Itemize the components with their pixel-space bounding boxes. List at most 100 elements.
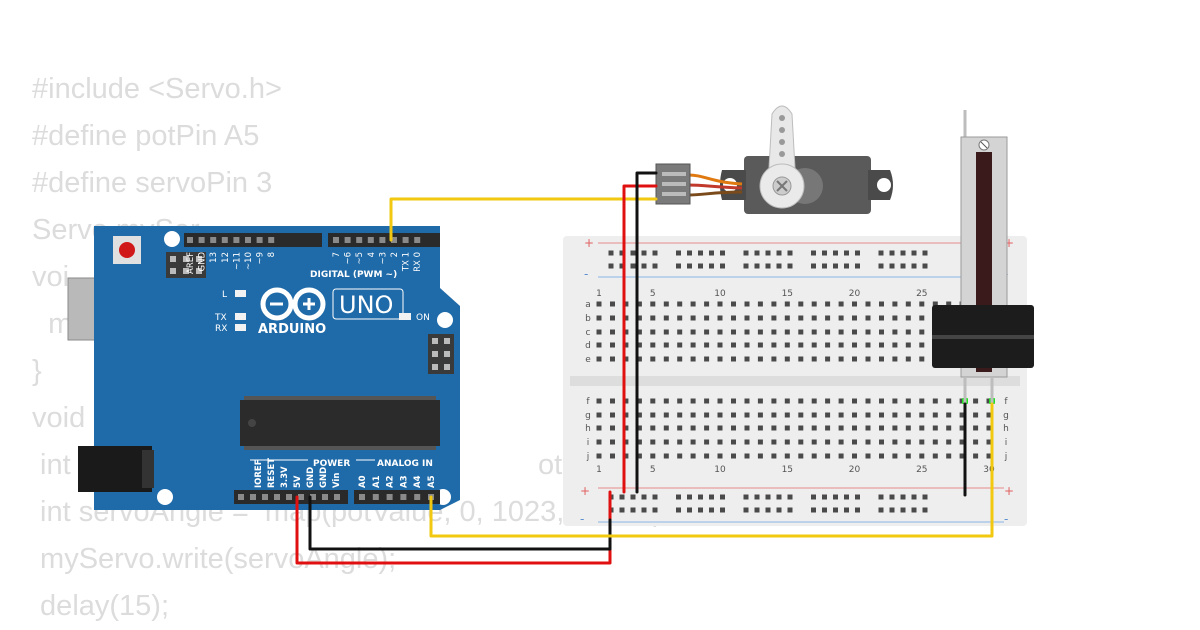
breadboard-rail-hole[interactable]	[811, 507, 816, 513]
breadboard-hole[interactable]	[677, 398, 683, 404]
breadboard-hole[interactable]	[731, 356, 736, 362]
breadboard-hole[interactable]	[610, 315, 615, 321]
breadboard-hole[interactable]	[704, 315, 710, 321]
breadboard-rail-hole[interactable]	[922, 507, 928, 513]
digital-pin-hole[interactable]	[379, 237, 386, 243]
breadboard-rail-hole[interactable]	[911, 263, 917, 269]
power-pin-hole[interactable]	[286, 494, 292, 500]
breadboard-hole[interactable]	[905, 356, 911, 362]
breadboard-hole[interactable]	[704, 453, 710, 459]
breadboard-hole[interactable]	[879, 412, 884, 418]
breadboard-hole[interactable]	[610, 439, 615, 445]
breadboard-rail-hole[interactable]	[822, 263, 827, 269]
breadboard-rail-hole[interactable]	[698, 494, 703, 500]
breadboard-hole[interactable]	[811, 329, 817, 335]
breadboard-hole[interactable]	[798, 342, 804, 348]
breadboard-hole[interactable]	[731, 342, 736, 348]
breadboard-rail-hole[interactable]	[743, 494, 749, 500]
breadboard-rail-hole[interactable]	[641, 507, 647, 513]
breadboard-rail-hole[interactable]	[619, 263, 625, 269]
breadboard-hole[interactable]	[757, 329, 763, 335]
breadboard-hole[interactable]	[677, 439, 683, 445]
breadboard-hole[interactable]	[610, 342, 615, 348]
breadboard-rail-hole[interactable]	[754, 494, 760, 500]
breadboard-rail-hole[interactable]	[922, 494, 928, 500]
breadboard-hole[interactable]	[879, 329, 884, 335]
breadboard-hole[interactable]	[677, 301, 683, 307]
breadboard-rail-hole[interactable]	[641, 494, 647, 500]
breadboard-rail-hole[interactable]	[855, 494, 860, 500]
breadboard-hole[interactable]	[636, 412, 642, 418]
breadboard-hole[interactable]	[717, 315, 723, 321]
breadboard-rail-hole[interactable]	[889, 494, 895, 500]
breadboard-rail-hole[interactable]	[630, 250, 636, 256]
breadboard-hole[interactable]	[690, 342, 696, 348]
breadboard-hole[interactable]	[731, 425, 736, 431]
breadboard-rail-hole[interactable]	[687, 263, 692, 269]
breadboard-hole[interactable]	[731, 453, 736, 459]
breadboard-hole[interactable]	[690, 315, 696, 321]
breadboard[interactable]: + + - - + + - - 115510101515202025253030…	[563, 236, 1027, 526]
breadboard-rail-hole[interactable]	[743, 250, 749, 256]
breadboard-rail-hole[interactable]	[641, 263, 647, 269]
breadboard-hole[interactable]	[744, 356, 750, 362]
breadboard-rail-hole[interactable]	[889, 263, 895, 269]
breadboard-hole[interactable]	[596, 342, 602, 348]
breadboard-hole[interactable]	[919, 356, 925, 362]
breadboard-hole[interactable]	[865, 439, 871, 445]
breadboard-rail-hole[interactable]	[630, 263, 636, 269]
breadboard-hole[interactable]	[905, 301, 911, 307]
breadboard-hole[interactable]	[892, 425, 898, 431]
breadboard-hole[interactable]	[986, 453, 992, 459]
breadboard-hole[interactable]	[610, 412, 615, 418]
breadboard-hole[interactable]	[838, 329, 844, 335]
breadboard-hole[interactable]	[905, 425, 911, 431]
breadboard-hole[interactable]	[784, 329, 790, 335]
breadboard-rail-hole[interactable]	[754, 507, 760, 513]
breadboard-hole[interactable]	[919, 329, 925, 335]
analog-pin-hole[interactable]	[386, 494, 393, 500]
breadboard-hole[interactable]	[959, 439, 965, 445]
breadboard-hole[interactable]	[865, 425, 871, 431]
breadboard-hole[interactable]	[892, 439, 898, 445]
breadboard-hole[interactable]	[798, 453, 804, 459]
breadboard-hole[interactable]	[596, 301, 602, 307]
breadboard-rail-hole[interactable]	[720, 494, 725, 500]
breadboard-hole[interactable]	[879, 425, 884, 431]
breadboard-hole[interactable]	[636, 342, 642, 348]
breadboard-hole[interactable]	[798, 425, 804, 431]
breadboard-hole[interactable]	[677, 453, 683, 459]
breadboard-rail-hole[interactable]	[922, 263, 928, 269]
breadboard-rail-hole[interactable]	[676, 507, 681, 513]
digital-pin-hole[interactable]	[245, 237, 251, 243]
breadboard-hole[interactable]	[663, 329, 669, 335]
digital-pin-hole[interactable]	[268, 237, 275, 243]
breadboard-rail-hole[interactable]	[709, 250, 714, 256]
breadboard-hole[interactable]	[892, 301, 898, 307]
digital-pin-hole[interactable]	[221, 237, 228, 243]
breadboard-hole[interactable]	[811, 453, 817, 459]
breadboard-hole[interactable]	[610, 425, 615, 431]
breadboard-hole[interactable]	[919, 412, 925, 418]
breadboard-hole[interactable]	[784, 398, 790, 404]
breadboard-hole[interactable]	[704, 342, 710, 348]
power-pin-hole[interactable]	[262, 494, 268, 500]
breadboard-hole[interactable]	[731, 398, 736, 404]
breadboard-hole[interactable]	[717, 453, 723, 459]
digital-pin-hole[interactable]	[356, 237, 363, 243]
digital-pin-hole[interactable]	[198, 237, 205, 243]
breadboard-hole[interactable]	[825, 342, 831, 348]
breadboard-hole[interactable]	[825, 301, 831, 307]
breadboard-rail-hole[interactable]	[765, 507, 771, 513]
digital-pin-hole[interactable]	[344, 237, 351, 243]
breadboard-hole[interactable]	[717, 412, 723, 418]
breadboard-hole[interactable]	[757, 453, 763, 459]
breadboard-rail-hole[interactable]	[889, 250, 895, 256]
breadboard-hole[interactable]	[838, 412, 844, 418]
breadboard-hole[interactable]	[946, 453, 952, 459]
breadboard-hole[interactable]	[704, 439, 710, 445]
breadboard-hole[interactable]	[636, 453, 642, 459]
breadboard-hole[interactable]	[623, 453, 629, 459]
breadboard-hole[interactable]	[717, 301, 723, 307]
power-pin-hole[interactable]	[334, 494, 340, 500]
